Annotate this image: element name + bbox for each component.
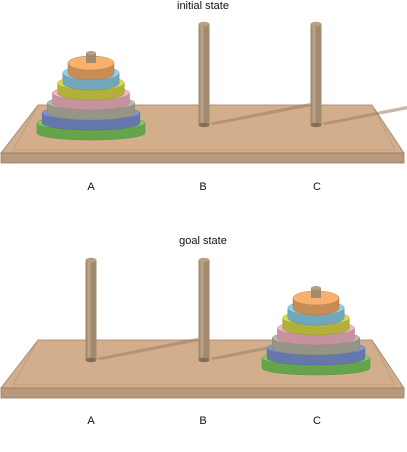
- peg-top-1-1: [198, 257, 210, 263]
- peg-shadow-0-1: [209, 103, 318, 125]
- peg-stub-top-1: [311, 286, 321, 290]
- peg-label-b-initial: B: [199, 181, 207, 193]
- peg-base-0-1: [198, 122, 210, 128]
- peg-highlight-0-1: [200, 24, 204, 125]
- board-front-1: [0, 387, 405, 399]
- peg-1-0: [85, 260, 97, 360]
- peg-base-1-0: [85, 357, 97, 363]
- peg-base-1-1: [198, 357, 210, 363]
- board-front-0: [0, 152, 405, 164]
- peg-stub-1: [311, 288, 321, 298]
- initial-state-title: initial state: [177, 0, 229, 12]
- board-edge-1: [12, 339, 39, 386]
- peg-top-0-2: [310, 21, 322, 27]
- peg-label-a-initial: A: [87, 181, 95, 193]
- board-edge-0: [12, 104, 39, 151]
- peg-highlight-1-1: [200, 260, 204, 360]
- peg-top-0-1: [198, 21, 210, 27]
- peg-highlight-1-0: [87, 260, 91, 360]
- peg-shadow-1-0: [96, 338, 205, 360]
- peg-highlight-0-2: [312, 24, 316, 125]
- peg-shadow-0-2: [321, 105, 407, 125]
- peg-0-1: [198, 24, 210, 125]
- peg-top-1-0: [85, 257, 97, 263]
- peg-label-c-goal: C: [313, 415, 321, 427]
- peg-stub-0: [86, 53, 96, 63]
- peg-stub-top-0: [86, 51, 96, 55]
- peg-label-a-goal: A: [87, 415, 95, 427]
- peg-label-b-goal: B: [199, 415, 207, 427]
- peg-1-1: [198, 260, 210, 360]
- peg-0-2: [310, 24, 322, 125]
- goal-state-title: goal state: [179, 235, 227, 247]
- peg-label-c-initial: C: [313, 181, 321, 193]
- peg-base-0-2: [310, 122, 322, 128]
